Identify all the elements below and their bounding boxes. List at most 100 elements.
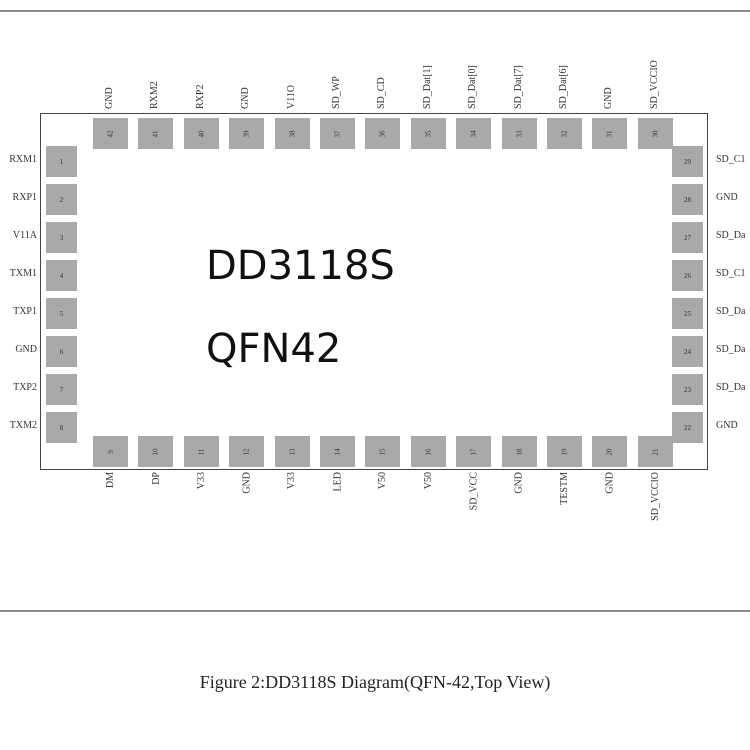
pin-number: 26	[684, 271, 691, 280]
pin-pad-24: 24	[672, 336, 703, 367]
chip-package: QFN42	[206, 326, 342, 372]
pin-label-11: V33	[195, 472, 207, 490]
pin-label-1: RXM1	[9, 154, 37, 165]
pin-label-39: GND	[240, 87, 252, 109]
pin-number: 27	[684, 233, 691, 242]
pin-label-5: TXP1	[13, 306, 37, 317]
pin-pad-4: 4	[46, 260, 77, 291]
pin-pad-23: 23	[672, 374, 703, 405]
pin-pad-36: 36	[365, 118, 401, 149]
figure-caption: Figure 2:DD3118S Diagram(QFN-42,Top View…	[199, 672, 551, 692]
pin-number: 24	[684, 347, 691, 356]
pin-label-30: SD_VCCIO	[648, 60, 660, 109]
pin-label-41: RXM2	[149, 81, 161, 109]
pin-pad-1: 1	[46, 146, 77, 177]
pin-label-34: SD_Dat[0]	[467, 65, 479, 109]
pin-label-14: LED	[332, 472, 343, 492]
pin-label-29: SD_C1	[716, 154, 746, 165]
pin-pad-31: 31	[592, 118, 628, 149]
pin-pad-28: 28	[672, 184, 703, 215]
pin-label-22: GND	[716, 420, 738, 431]
pin-number: 36	[378, 130, 387, 137]
pin-label-27: SD_Da	[716, 230, 746, 241]
pin-pad-3: 3	[46, 222, 77, 253]
pin-label-8: TXM2	[9, 420, 37, 431]
pin-pad-40: 40	[183, 118, 219, 149]
pin-number: 39	[242, 130, 251, 137]
pin-number: 32	[560, 130, 569, 137]
pin-number: 8	[59, 423, 64, 432]
pin-number: 30	[651, 130, 660, 137]
pin-pad-17: 17	[456, 436, 492, 467]
pin-number: 18	[515, 448, 524, 455]
pin-label-4: TXM1	[9, 268, 37, 279]
pin-label-18: GND	[513, 472, 525, 494]
pin-number: 17	[469, 448, 478, 455]
pin-number: 38	[288, 130, 297, 137]
pin-number: 20	[605, 448, 614, 455]
pin-pad-10: 10	[138, 436, 174, 467]
chip-part-number: DD3118S	[206, 243, 395, 289]
pin-label-26: SD_C1	[716, 268, 746, 279]
pin-number: 14	[333, 448, 342, 455]
pin-number: 1	[59, 157, 64, 166]
pin-number: 7	[59, 385, 64, 394]
pin-label-13: V33	[286, 472, 298, 490]
pin-label-38: V11O	[285, 84, 297, 109]
pin-number: 10	[151, 448, 160, 455]
pin-label-32: SD_Dat[6]	[558, 65, 569, 109]
pin-number: 35	[424, 130, 433, 137]
pin-label-7: TXP2	[13, 382, 37, 393]
pin-number: 29	[684, 157, 691, 166]
pin-number: 31	[605, 130, 614, 137]
pin-pad-34: 34	[456, 118, 492, 149]
pin-label-25: SD_Da	[716, 306, 746, 317]
pin-label-23: SD_Da	[716, 382, 746, 393]
pin-pad-12: 12	[229, 436, 265, 467]
pin-pad-35: 35	[410, 118, 446, 149]
pin-number: 41	[151, 130, 160, 137]
pin-pad-18: 18	[501, 436, 537, 467]
pin-pad-27: 27	[672, 222, 703, 253]
pin-label-40: RXP2	[194, 84, 206, 109]
pin-pad-32: 32	[547, 118, 582, 149]
pin-label-33: SD_Dat[7]	[512, 65, 524, 109]
pin-label-19: TESTM	[559, 472, 570, 505]
pin-number: 6	[59, 347, 64, 356]
pin-pad-41: 41	[138, 118, 174, 149]
pin-pad-2: 2	[46, 184, 77, 215]
pin-label-12: GND	[241, 472, 253, 494]
pin-label-17: SD_VCC	[468, 472, 480, 511]
pin-pad-11: 11	[183, 436, 219, 467]
pin-pad-39: 39	[229, 118, 265, 149]
pin-label-37: SD_WP	[331, 76, 342, 109]
pin-pad-13: 13	[274, 436, 310, 467]
pin-pad-37: 37	[320, 118, 355, 149]
pin-label-2: RXP1	[12, 192, 37, 203]
pin-number: 37	[333, 130, 342, 137]
pin-label-3: V11A	[12, 230, 37, 241]
top-rule	[0, 10, 750, 12]
pin-pad-25: 25	[672, 298, 703, 329]
pin-pad-15: 15	[365, 436, 401, 467]
pin-label-42: GND	[104, 87, 115, 109]
pin-pad-26: 26	[672, 260, 703, 291]
pin-number: 15	[378, 448, 387, 455]
pin-pad-20: 20	[592, 436, 628, 467]
pin-pad-16: 16	[410, 436, 446, 467]
pin-number: 42	[106, 130, 115, 137]
pin-number: 22	[684, 423, 691, 432]
pin-number: 3	[59, 233, 64, 242]
pin-pad-19: 19	[547, 436, 582, 467]
pin-number: 12	[242, 448, 251, 455]
pin-number: 21	[651, 448, 660, 455]
pin-number: 23	[684, 385, 691, 394]
pin-pad-21: 21	[637, 436, 673, 467]
pin-number: 25	[684, 309, 691, 318]
pin-pad-7: 7	[46, 374, 77, 405]
pin-number: 34	[469, 130, 478, 137]
pin-pad-38: 38	[274, 118, 310, 149]
pin-number: 13	[288, 448, 297, 455]
pin-pad-5: 5	[46, 298, 77, 329]
pin-label-20: GND	[604, 472, 616, 494]
